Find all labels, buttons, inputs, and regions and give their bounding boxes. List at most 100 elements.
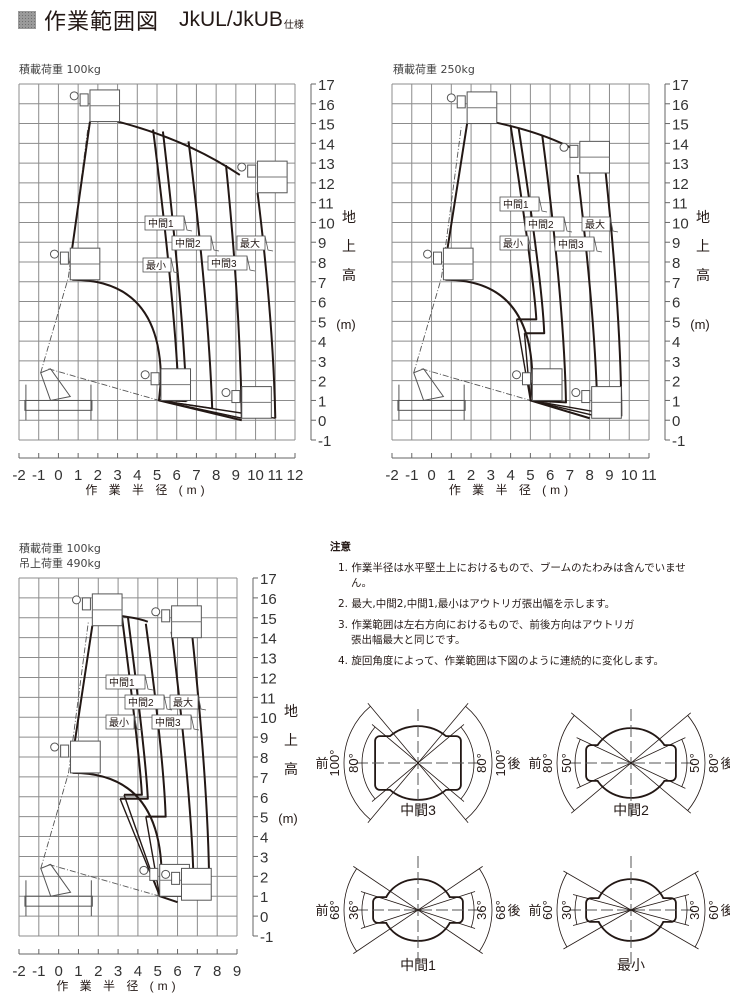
- y-tick-label: 5: [672, 314, 680, 331]
- vehicle-chassis: [397, 399, 466, 411]
- operator-body: [60, 744, 70, 758]
- y-tick-label: 2: [260, 869, 268, 886]
- basket-icon: [49, 247, 101, 281]
- x-tick-label: 4: [506, 467, 514, 484]
- turret: [413, 368, 445, 402]
- note-item: 3. 作業範囲は左右方向におけるもので、前後方向はアウトリガ張出幅最大と同じです…: [338, 619, 635, 646]
- series-label-box: [171, 235, 212, 251]
- x-tick-label: -1: [32, 467, 45, 484]
- envelope-arc: [445, 278, 534, 381]
- y-tick-label: 17: [260, 571, 277, 588]
- x-tick-label: 1: [74, 963, 82, 980]
- x-tick-label: -1: [32, 963, 45, 980]
- angle-arc-front: [574, 895, 578, 925]
- x-tick-label: 9: [233, 963, 241, 980]
- x-tick-label: 3: [113, 467, 121, 484]
- operator-body: [433, 251, 443, 265]
- y-tick-label: 4: [260, 830, 268, 847]
- angle-label-rear: 68°: [493, 900, 508, 920]
- x-tick-label: 7: [192, 467, 200, 484]
- title-main: 作業範囲図: [44, 10, 160, 35]
- y-tick-label: 2: [672, 374, 680, 391]
- angle-label-rear: 36°: [474, 900, 489, 920]
- x-tick-label: 0: [54, 467, 62, 484]
- basket-icon: [512, 368, 563, 401]
- y-axis-label-part: 上: [342, 238, 356, 254]
- x-tick-label: 7: [566, 467, 574, 484]
- series-base-link: [145, 816, 161, 897]
- diagram-name: 中間1: [400, 957, 436, 973]
- x-tick-label: 6: [173, 963, 181, 980]
- diagram-name: 中間3: [400, 802, 436, 818]
- series-label-box: [144, 215, 185, 231]
- series-line-最小: [509, 125, 538, 321]
- series-base-link: [123, 794, 161, 897]
- series-label-box: [207, 255, 248, 271]
- x-tick-label: 10: [247, 467, 264, 484]
- notes: 注意 1. 作業半径は水平堅土上におけるもので、ブームのたわみは含んでいません。…: [330, 540, 691, 675]
- y-tick-label: 9: [672, 235, 680, 252]
- y-tick-label: 3: [672, 354, 680, 371]
- y-tick-label: 12: [672, 176, 689, 193]
- front-label: 前: [528, 903, 541, 918]
- series-label-box: [169, 694, 199, 710]
- series-line-最大: [256, 192, 277, 419]
- note-item: 4. 旋回角度によって、作業範囲は下図のように連続的に変化します。: [338, 655, 664, 667]
- basket-icon: [140, 368, 192, 401]
- y-tick-label: 10: [672, 215, 689, 232]
- operator-body: [231, 390, 241, 404]
- x-axis-label: 作 業 半 径 (m): [56, 979, 179, 993]
- angle-label-front: 68°: [327, 900, 342, 920]
- series-label-box: [142, 257, 172, 273]
- x-tick-label: 11: [641, 467, 657, 484]
- series-label: 中間3: [558, 238, 584, 251]
- x-tick-label: 3: [114, 963, 122, 980]
- basket-icon: [221, 386, 272, 419]
- operator-icon: [49, 249, 59, 259]
- vehicle-icon: [397, 368, 466, 421]
- series-label-pointer: [144, 674, 154, 691]
- angle-arc-rear: [687, 715, 706, 811]
- y-axis-label-part: (m): [336, 317, 356, 332]
- series-label: 最小: [146, 260, 166, 272]
- angle-line: [360, 891, 476, 929]
- operator-icon: [571, 388, 581, 398]
- y-tick-label: -1: [260, 929, 273, 946]
- angle-arc-rear: [470, 892, 475, 928]
- load-line: 積載荷重 100kg: [19, 542, 101, 555]
- operator-body: [79, 93, 89, 107]
- y-tick-label: 10: [318, 215, 335, 232]
- series-line-最大: [604, 170, 623, 417]
- series-line-中間1: [120, 617, 149, 800]
- series-label-box: [105, 674, 146, 690]
- chart2-load-label: 積載荷重 250kg: [393, 62, 475, 77]
- operator-icon: [237, 162, 247, 172]
- angle-label-front: 30°: [559, 900, 574, 920]
- series-label-pointer: [538, 196, 548, 213]
- series-line-中間2: [144, 623, 167, 818]
- operator-body: [149, 867, 159, 881]
- basket-icon: [423, 247, 474, 281]
- operator-icon: [151, 607, 161, 617]
- x-tick-label: -2: [12, 963, 25, 980]
- x-tick-label: 3: [487, 467, 495, 484]
- series-base-link: [523, 333, 532, 401]
- x-tick-label: 5: [154, 963, 162, 980]
- y-tick-label: 7: [318, 275, 326, 292]
- x-tick-label: 6: [546, 467, 554, 484]
- note-item: 1. 作業半径は水平堅土上におけるもので、ブームのたわみは含んでいません。: [338, 562, 686, 589]
- angle-arc-front: [556, 872, 568, 948]
- rotation-diagram-中間3: 100°100°80°80°前後中間3: [315, 702, 521, 824]
- x-axis-label: 作 業 半 径 (m): [449, 483, 572, 497]
- operator-body: [569, 144, 579, 158]
- angle-arc-front: [556, 715, 575, 811]
- load-line: 積載荷重 250kg: [393, 63, 475, 76]
- series-label-pointer: [593, 236, 603, 253]
- y-tick-label: 17: [672, 77, 689, 94]
- angle-arc-rear: [479, 868, 493, 952]
- series-line-中間3: [225, 164, 243, 419]
- operator-body: [59, 251, 69, 265]
- operator-body: [150, 372, 160, 386]
